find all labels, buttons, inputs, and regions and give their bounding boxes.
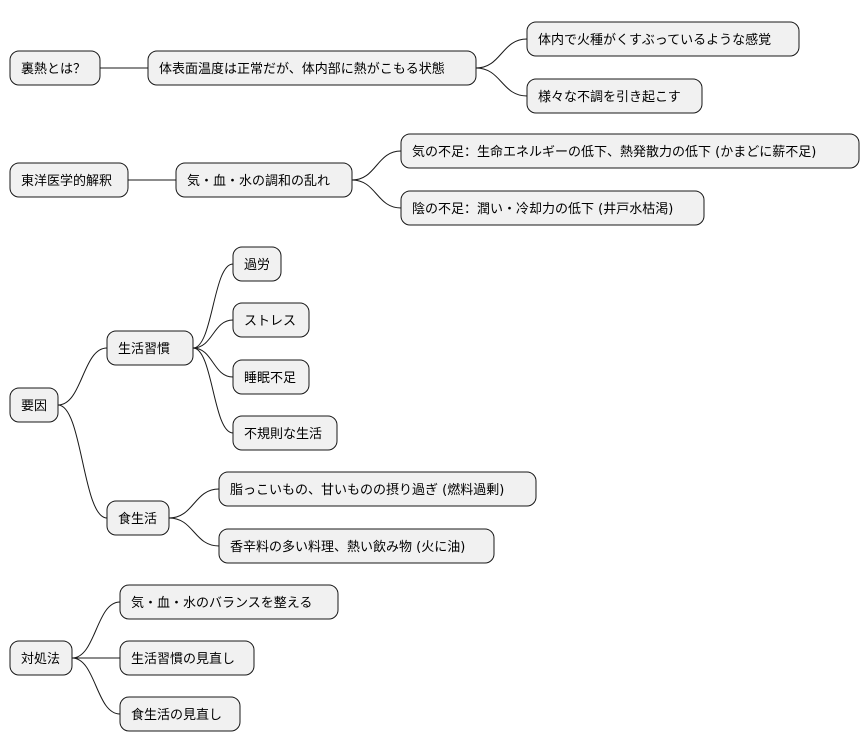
node-box <box>400 133 860 169</box>
node-box <box>218 471 537 507</box>
node-label: 香辛料の多い料理、熱い飲み物 (火に油) <box>230 539 465 555</box>
node-box <box>119 640 255 676</box>
connector-line <box>192 347 234 378</box>
topic-node: 食生活 <box>106 500 170 536</box>
node-label: 体内で火種がくすぶっているような感覚 <box>538 32 771 48</box>
node-label: 気の不足：生命エネルギーの低下、熱発散力の低下 (かまどに薪不足) <box>412 144 816 160</box>
node-label: 気・血・水のバランスを整える <box>131 595 312 611</box>
node-label: 対処法 <box>21 652 60 667</box>
node-box <box>526 21 800 57</box>
connector-line <box>168 517 220 547</box>
connector-line <box>192 319 234 349</box>
node-label: 食生活 <box>118 511 157 527</box>
node-label: 食生活の見直し <box>131 707 222 723</box>
connector-line <box>71 657 121 715</box>
topic-node: 生活習慣 <box>106 330 194 366</box>
node-box <box>9 162 129 198</box>
node-label: 気・血・水の調和の乱れ <box>187 173 330 189</box>
node-box <box>175 162 353 198</box>
leaf-node: 香辛料の多い料理、熱い飲み物 (火に油) <box>218 528 495 564</box>
node-box <box>119 696 241 732</box>
leaf-node: 睡眠不足 <box>232 359 310 395</box>
connector-line <box>475 67 528 97</box>
leaf-node: 様々な不調を引き起こす <box>526 78 703 114</box>
connector-line <box>192 263 234 349</box>
topic-node: 気・血・水のバランスを整える <box>119 584 339 620</box>
node-label: 裏熱とは？ <box>21 62 86 77</box>
node-label: 体表面温度は正常だが、体内部に熱がこもる状態 <box>159 61 445 77</box>
node-box <box>232 246 282 282</box>
node-label: 睡眠不足 <box>244 371 296 386</box>
node-label: 生活習慣の見直し <box>131 651 235 667</box>
node-label: 脂っこいもの、甘いものの摂り過ぎ (燃料過剰) <box>230 482 504 498</box>
leaf-node: 陰の不足：潤い・冷却力の低下 (井戸水枯渇) <box>400 190 705 226</box>
node-box <box>106 500 170 536</box>
root-node: 対処法 <box>9 640 73 676</box>
connector-line <box>71 601 121 659</box>
node-label: ストレス <box>244 314 296 329</box>
node-box <box>232 302 310 338</box>
root-node: 要因 <box>9 387 59 423</box>
node-box <box>218 528 495 564</box>
connector-line <box>192 347 234 434</box>
node-label: 陰の不足：潤い・冷却力の低下 (井戸水枯渇) <box>412 201 673 217</box>
leaf-node: 気の不足：生命エネルギーの低下、熱発散力の低下 (かまどに薪不足) <box>400 133 860 169</box>
leaf-node: 脂っこいもの、甘いものの摂り過ぎ (燃料過剰) <box>218 471 537 507</box>
node-box <box>9 50 101 86</box>
topic-node: 食生活の見直し <box>119 696 241 732</box>
node-box <box>526 78 703 114</box>
leaf-node: ストレス <box>232 302 310 338</box>
topic-node: 生活習慣の見直し <box>119 640 255 676</box>
node-box <box>232 359 310 395</box>
node-label: 過労 <box>244 258 270 273</box>
node-label: 様々な不調を引き起こす <box>538 90 681 105</box>
leaf-node: 体内で火種がくすぶっているような感覚 <box>526 21 800 57</box>
connector-line <box>351 179 402 209</box>
topic-node: 気・血・水の調和の乱れ <box>175 162 353 198</box>
root-node: 東洋医学的解釈 <box>9 162 129 198</box>
node-box <box>9 640 73 676</box>
node-box <box>9 387 59 423</box>
connector-line <box>168 488 220 519</box>
node-box <box>119 584 339 620</box>
connector-line <box>57 404 108 519</box>
root-node: 裏熱とは？ <box>9 50 101 86</box>
node-label: 要因 <box>21 399 47 414</box>
leaf-node: 不規則な生活 <box>232 415 338 451</box>
connector-line <box>351 150 402 181</box>
node-box <box>400 190 705 226</box>
node-label: 生活習慣 <box>118 341 170 357</box>
node-label: 東洋医学的解釈 <box>21 173 112 189</box>
connector-line <box>475 38 528 69</box>
edges <box>57 38 528 715</box>
leaf-node: 過労 <box>232 246 282 282</box>
node-box <box>147 50 477 86</box>
connector-line <box>57 347 108 406</box>
topic-node: 体表面温度は正常だが、体内部に熱がこもる状態 <box>147 50 477 86</box>
node-box <box>232 415 338 451</box>
node-box <box>106 330 194 366</box>
nodes: 裏熱とは？ 体表面温度は正常だが、体内部に熱がこもる状態 体内で火種がくすぶっている… <box>9 21 860 732</box>
node-label: 不規則な生活 <box>244 427 322 442</box>
